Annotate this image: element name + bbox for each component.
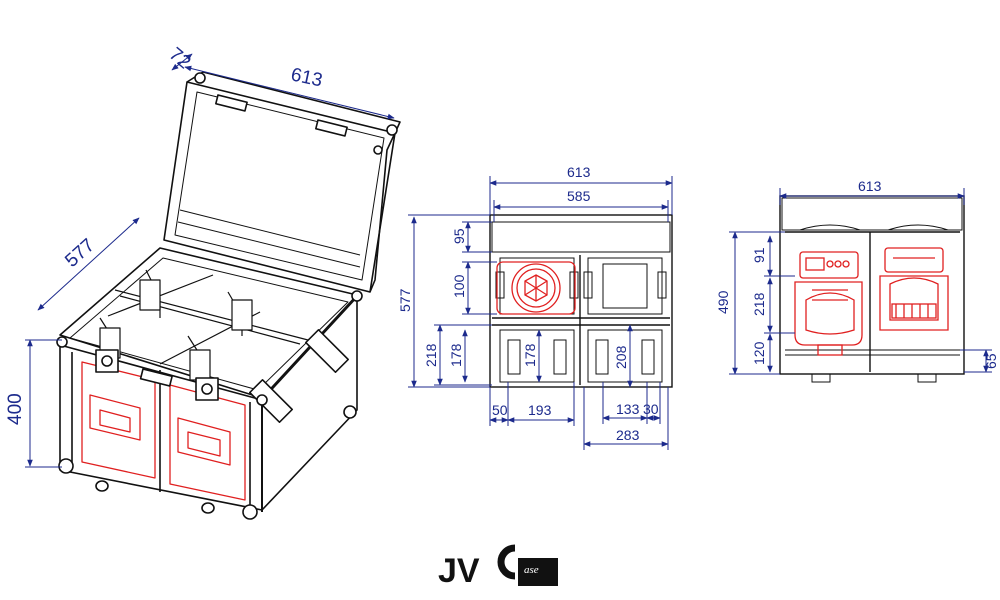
- front-dim-218: 218: [751, 292, 767, 316]
- top-dim-outer-width: 613: [567, 164, 591, 180]
- top-view-lid-compartment: [491, 221, 671, 253]
- case-lid: [163, 71, 401, 293]
- top-view: [489, 214, 673, 388]
- logo-c-shape: [497, 544, 516, 580]
- top-dim-208: 208: [613, 345, 629, 369]
- top-dim-218: 218: [423, 343, 439, 367]
- side-handle-top: [304, 328, 350, 374]
- top-view-dimensions: [408, 176, 673, 450]
- front-dim-120: 120: [751, 341, 767, 365]
- dim-height-label: 400: [5, 393, 26, 425]
- logo-ase-text: ase: [524, 564, 539, 576]
- foam-insert-outline: [81, 361, 246, 501]
- front-view: [779, 195, 965, 383]
- front-dim-height: 490: [715, 290, 731, 314]
- top-dim-30: 30: [643, 401, 659, 417]
- front-view-lid: [781, 197, 963, 231]
- front-dim-65: 65: [983, 353, 999, 369]
- latch-left: [95, 349, 119, 373]
- top-dim-inner-width: 585: [567, 188, 591, 204]
- perspective-dimensions: [25, 53, 395, 468]
- fixture-outline-right: [602, 263, 648, 309]
- top-dim-283: 283: [616, 427, 640, 443]
- wheel: [201, 502, 215, 514]
- front-dim-width: 613: [858, 178, 882, 194]
- top-dim-depth: 577: [397, 288, 413, 312]
- top-dim-50: 50: [492, 402, 508, 418]
- dim-depth-label: 577: [61, 235, 99, 272]
- front-dim-91: 91: [751, 247, 767, 263]
- top-view-fixture-highlight: [496, 261, 576, 315]
- logo-block: [518, 558, 558, 586]
- top-dim-133: 133: [616, 401, 640, 417]
- perspective-view: [56, 71, 401, 520]
- logo-jv-text: JV: [438, 552, 480, 590]
- top-dim-178-mid: 178: [522, 343, 538, 367]
- front-view-fixture-left: [794, 251, 863, 356]
- front-handle: [139, 368, 173, 387]
- lid-handle-right: [315, 119, 348, 137]
- dim-lid-depth-label: 72: [165, 44, 195, 74]
- front-view-fixture-right: [879, 247, 949, 331]
- brand-logo: JV ase: [438, 544, 558, 590]
- latch-right: [195, 377, 219, 401]
- top-dim-193: 193: [528, 402, 552, 418]
- dim-width-label: 613: [289, 64, 324, 91]
- top-dim-95: 95: [451, 228, 467, 244]
- top-dim-100: 100: [451, 274, 467, 298]
- top-dim-178-left: 178: [448, 343, 464, 367]
- side-handle-bottom: [248, 378, 294, 424]
- wheel: [95, 480, 109, 492]
- front-view-dimensions: [729, 188, 992, 375]
